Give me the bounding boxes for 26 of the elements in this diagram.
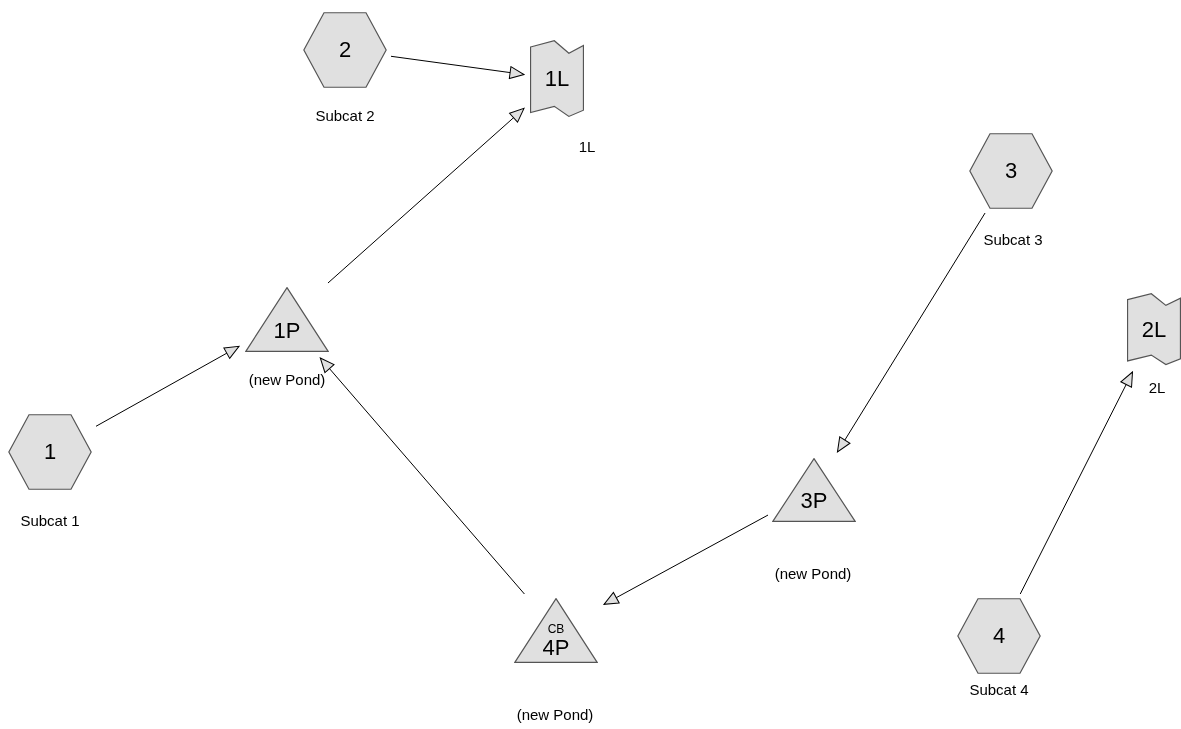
arrow bbox=[95, 345, 240, 427]
node-caption: 2L bbox=[1148, 379, 1166, 397]
node-caption: Subcat 4 bbox=[969, 681, 1029, 699]
node-label: 4 bbox=[992, 624, 1006, 648]
node-label: 2 bbox=[338, 38, 352, 62]
arrow bbox=[319, 357, 525, 595]
node-label: 1L bbox=[544, 67, 570, 91]
node-caption: Subcat 3 bbox=[983, 231, 1043, 249]
arrow bbox=[836, 212, 986, 453]
node-caption: Subcat 1 bbox=[20, 512, 80, 530]
node-label: 1 bbox=[43, 440, 57, 464]
node-caption: Subcat 2 bbox=[315, 107, 375, 125]
node-caption: (new Pond) bbox=[516, 706, 594, 724]
node-label: 4P bbox=[542, 636, 570, 660]
arrow bbox=[1019, 371, 1133, 595]
arrow bbox=[390, 55, 525, 80]
node-label: CB bbox=[547, 623, 565, 636]
arrow bbox=[327, 107, 525, 284]
node-label: 3 bbox=[1004, 159, 1018, 183]
node-label: 2L bbox=[1141, 317, 1167, 342]
node-caption: (new Pond) bbox=[774, 565, 852, 583]
node-label: 1P bbox=[273, 318, 301, 343]
node-caption: (new Pond) bbox=[248, 371, 326, 389]
node-caption: 1L bbox=[578, 138, 596, 156]
arrow bbox=[603, 514, 769, 605]
node-label: 3P bbox=[800, 489, 828, 513]
